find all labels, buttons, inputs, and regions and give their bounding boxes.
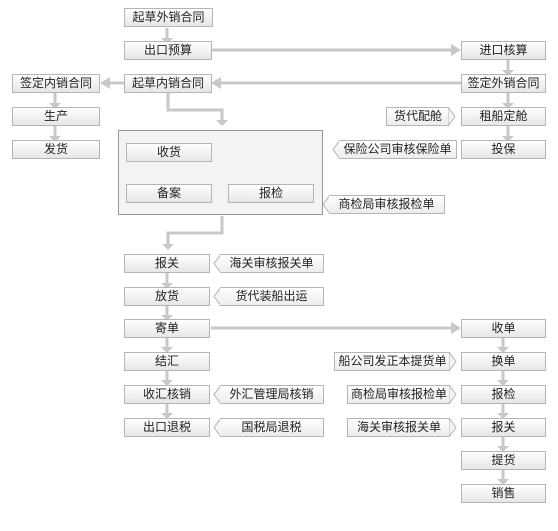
tag-fx-bureau: 外汇管理局核销 <box>213 385 324 404</box>
tag-arrow-left-icon <box>213 254 221 273</box>
arrow-left-sign-domestic <box>100 77 110 89</box>
tag-insurance-review-label: 保险公司审核保险单 <box>339 140 457 159</box>
tag-customs-review-bottom-label: 海关审核报关单 <box>347 418 450 437</box>
node-apply-inspection[interactable]: 报检 <box>228 184 314 203</box>
node-exchange-documents[interactable]: 换单 <box>461 352 546 371</box>
tag-inspection-review-bottom: 商检局审核报检单 <box>347 385 457 404</box>
arrow-down-inspection <box>497 380 509 386</box>
tag-arrow-left-icon <box>213 385 221 404</box>
arrow-down-release <box>161 283 173 289</box>
node-tax-refund[interactable]: 出口退税 <box>124 418 210 437</box>
tag-arrow-right-icon <box>449 385 457 404</box>
tag-customs-review-top: 海关审核报关单 <box>213 254 324 273</box>
node-charter-ship[interactable]: 租船定舱 <box>461 107 546 126</box>
arrow-down-customs <box>162 244 174 250</box>
arrow-down-pickup <box>497 446 509 452</box>
node-receive-documents[interactable]: 收单 <box>461 319 546 338</box>
tag-freight-booking-label: 货代配舱 <box>386 107 449 126</box>
tag-arrow-left-icon <box>332 140 340 159</box>
node-sales[interactable]: 销售 <box>461 484 546 503</box>
node-settlement[interactable]: 结汇 <box>124 352 210 371</box>
node-send-documents[interactable]: 寄单 <box>124 319 210 338</box>
arrow-down-send <box>161 315 173 321</box>
arrow-down-insure <box>502 136 514 142</box>
node-production[interactable]: 生产 <box>12 107 100 126</box>
arrow-down-fx <box>161 380 173 386</box>
node-fx-verification[interactable]: 收汇核销 <box>124 385 210 404</box>
arrow-down-delivery <box>49 136 61 142</box>
tag-tax-bureau-label: 国税局退税 <box>220 418 324 437</box>
arrow-down-exchange <box>497 347 509 353</box>
tag-freight-ship-label: 货代装船出运 <box>220 287 324 306</box>
arrowheads <box>49 38 514 485</box>
tag-inspection-review-top: 商检局审核报检单 <box>322 195 445 214</box>
tag-arrow-left-icon <box>213 287 221 306</box>
tag-tax-bureau: 国税局退税 <box>213 418 324 437</box>
tag-insurance-review: 保险公司审核保险单 <box>332 140 457 159</box>
arrow-down-group <box>216 120 228 126</box>
node-release-goods[interactable]: 放货 <box>124 287 210 306</box>
tag-fx-bureau-label: 外汇管理局核销 <box>220 385 324 404</box>
tag-arrow-right-icon <box>449 418 457 437</box>
node-insure[interactable]: 投保 <box>461 140 546 159</box>
node-record-filing[interactable]: 备案 <box>126 184 212 203</box>
node-pick-up[interactable]: 提货 <box>461 451 546 470</box>
line-group-to-customs <box>166 216 224 246</box>
node-receive-goods[interactable]: 收货 <box>126 143 212 162</box>
node-draft-domestic-contract[interactable]: 起草内销合同 <box>124 74 212 93</box>
tag-freight-booking: 货代配舱 <box>386 107 456 126</box>
node-export-budget[interactable]: 出口预算 <box>124 41 212 60</box>
node-sign-export-contract[interactable]: 签定外销合同 <box>461 74 546 93</box>
tag-inspection-review-top-label: 商检局审核报检单 <box>329 195 445 214</box>
line-domestic-to-group <box>166 93 224 122</box>
tag-customs-review-bottom: 海关审核报关单 <box>347 418 457 437</box>
tag-freight-ship: 货代装船出运 <box>213 287 324 306</box>
arrow-right-receive <box>451 322 461 334</box>
node-import-accounting[interactable]: 进口核算 <box>461 41 546 60</box>
arrow-down-sign <box>502 70 514 76</box>
arrow-down-production <box>49 103 61 109</box>
node-inspection-bottom[interactable]: 报检 <box>461 385 546 404</box>
arrow-left-draft-domestic <box>211 77 221 89</box>
tag-arrow-left-icon <box>213 418 221 437</box>
arrow-right-import <box>451 44 461 56</box>
tag-customs-review-top-label: 海关审核报关单 <box>220 254 324 273</box>
arrow-down-charter <box>502 103 514 109</box>
node-sign-domestic-contract[interactable]: 签定内销合同 <box>12 74 100 93</box>
node-customs-bottom[interactable]: 报关 <box>461 418 546 437</box>
node-delivery[interactable]: 发货 <box>12 140 100 159</box>
arrow-down-settle <box>161 347 173 353</box>
arrow-down-tax <box>161 413 173 419</box>
connector-lines <box>53 28 510 482</box>
tag-inspection-review-bottom-label: 商检局审核报检单 <box>347 385 450 404</box>
tag-bill-of-lading-label: 船公司发正本提货单 <box>334 352 450 371</box>
tag-arrow-right-icon <box>449 352 457 371</box>
node-draft-export-contract[interactable]: 起草外销合同 <box>124 8 213 27</box>
tag-bill-of-lading: 船公司发正本提货单 <box>334 352 457 371</box>
node-customs-declare[interactable]: 报关 <box>124 254 210 273</box>
tag-arrow-left-icon <box>322 195 330 214</box>
arrow-down-sales <box>497 479 509 485</box>
tag-arrow-right-icon <box>448 107 456 126</box>
arrow-down-customs-right <box>497 413 509 419</box>
